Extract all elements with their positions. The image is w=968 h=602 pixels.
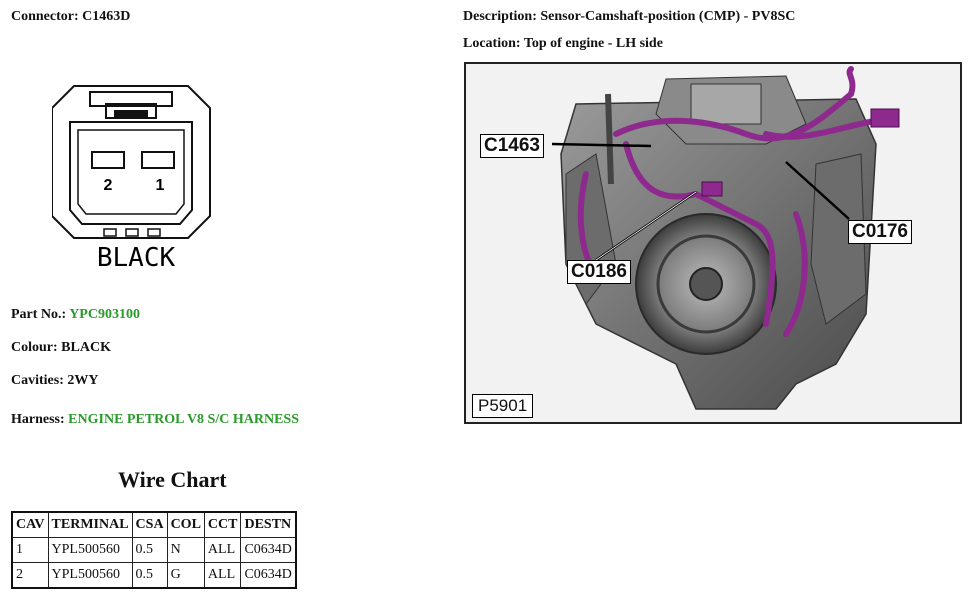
harness-value: ENGINE PETROL V8 S/C HARNESS xyxy=(68,412,299,427)
connector-value: C1463D xyxy=(82,9,131,24)
connector-label: Connector: xyxy=(11,9,79,24)
cavities-value: 2WY xyxy=(67,373,99,388)
header-terminal: TERMINAL xyxy=(47,511,133,538)
callout-c0186: C0186 xyxy=(567,260,631,284)
part-no-field: Part No.: YPC903100 xyxy=(11,307,140,323)
connector-field: Connector: C1463D xyxy=(11,9,130,25)
description-label: Description: xyxy=(463,9,537,24)
cell-terminal: YPL500560 xyxy=(47,562,133,589)
cell-destn: C0634D xyxy=(240,537,297,563)
connector-color-label: BLACK xyxy=(97,243,176,272)
header-cav: CAV xyxy=(11,511,49,538)
cell-cct: ALL xyxy=(203,562,242,589)
connector-diagram: 2 1 BLACK xyxy=(52,85,211,272)
figure-id-label: P5901 xyxy=(472,394,534,418)
table-header-row: CAV TERMINAL CSA COL CCT DESTN xyxy=(11,511,297,538)
cell-cav: 1 xyxy=(11,537,49,563)
colour-value: BLACK xyxy=(61,340,111,355)
cell-terminal: YPL500560 xyxy=(47,537,133,563)
cell-destn: C0634D xyxy=(240,562,297,589)
header-destn: DESTN xyxy=(240,511,297,538)
pin-label-1: 1 xyxy=(156,177,165,194)
table-row: 2 YPL500560 0.5 G ALL C0634D xyxy=(11,562,297,589)
cell-cav: 2 xyxy=(11,562,49,589)
cell-csa: 0.5 xyxy=(131,562,168,589)
harness-field: Harness: ENGINE PETROL V8 S/C HARNESS xyxy=(11,412,299,428)
header-col: COL xyxy=(166,511,205,538)
part-no-value: YPC903100 xyxy=(69,307,140,322)
cell-col: G xyxy=(166,562,205,589)
wire-chart-table: CAV TERMINAL CSA COL CCT DESTN 1 YPL5005… xyxy=(11,511,297,589)
wire-chart-title: Wire Chart xyxy=(118,467,227,492)
table-row: 1 YPL500560 0.5 N ALL C0634D xyxy=(11,537,297,563)
description-value: Sensor-Camshaft-position (CMP) - PV8SC xyxy=(540,9,796,24)
header-cct: CCT xyxy=(203,511,242,538)
location-value: Top of engine - LH side xyxy=(523,36,663,51)
cell-cct: ALL xyxy=(203,537,242,563)
harness-label: Harness: xyxy=(11,412,65,427)
location-field: Location: Top of engine - LH side xyxy=(463,36,663,52)
cavities-field: Cavities: 2WY xyxy=(11,373,99,389)
description-field: Description: Sensor-Camshaft-position (C… xyxy=(463,9,795,25)
pin-label-2: 2 xyxy=(104,177,113,194)
cell-csa: 0.5 xyxy=(131,537,168,563)
colour-field: Colour: BLACK xyxy=(11,340,111,356)
colour-label: Colour: xyxy=(11,340,58,355)
header-csa: CSA xyxy=(131,511,168,538)
part-no-label: Part No.: xyxy=(11,307,67,322)
callout-c0176: C0176 xyxy=(848,220,912,244)
location-label: Location: xyxy=(463,36,521,51)
callout-c1463: C1463 xyxy=(480,134,544,158)
cavities-label: Cavities: xyxy=(11,373,64,388)
cell-col: N xyxy=(166,537,205,563)
engine-location-image: C1463 C0176 C0186 P5901 xyxy=(464,62,962,424)
